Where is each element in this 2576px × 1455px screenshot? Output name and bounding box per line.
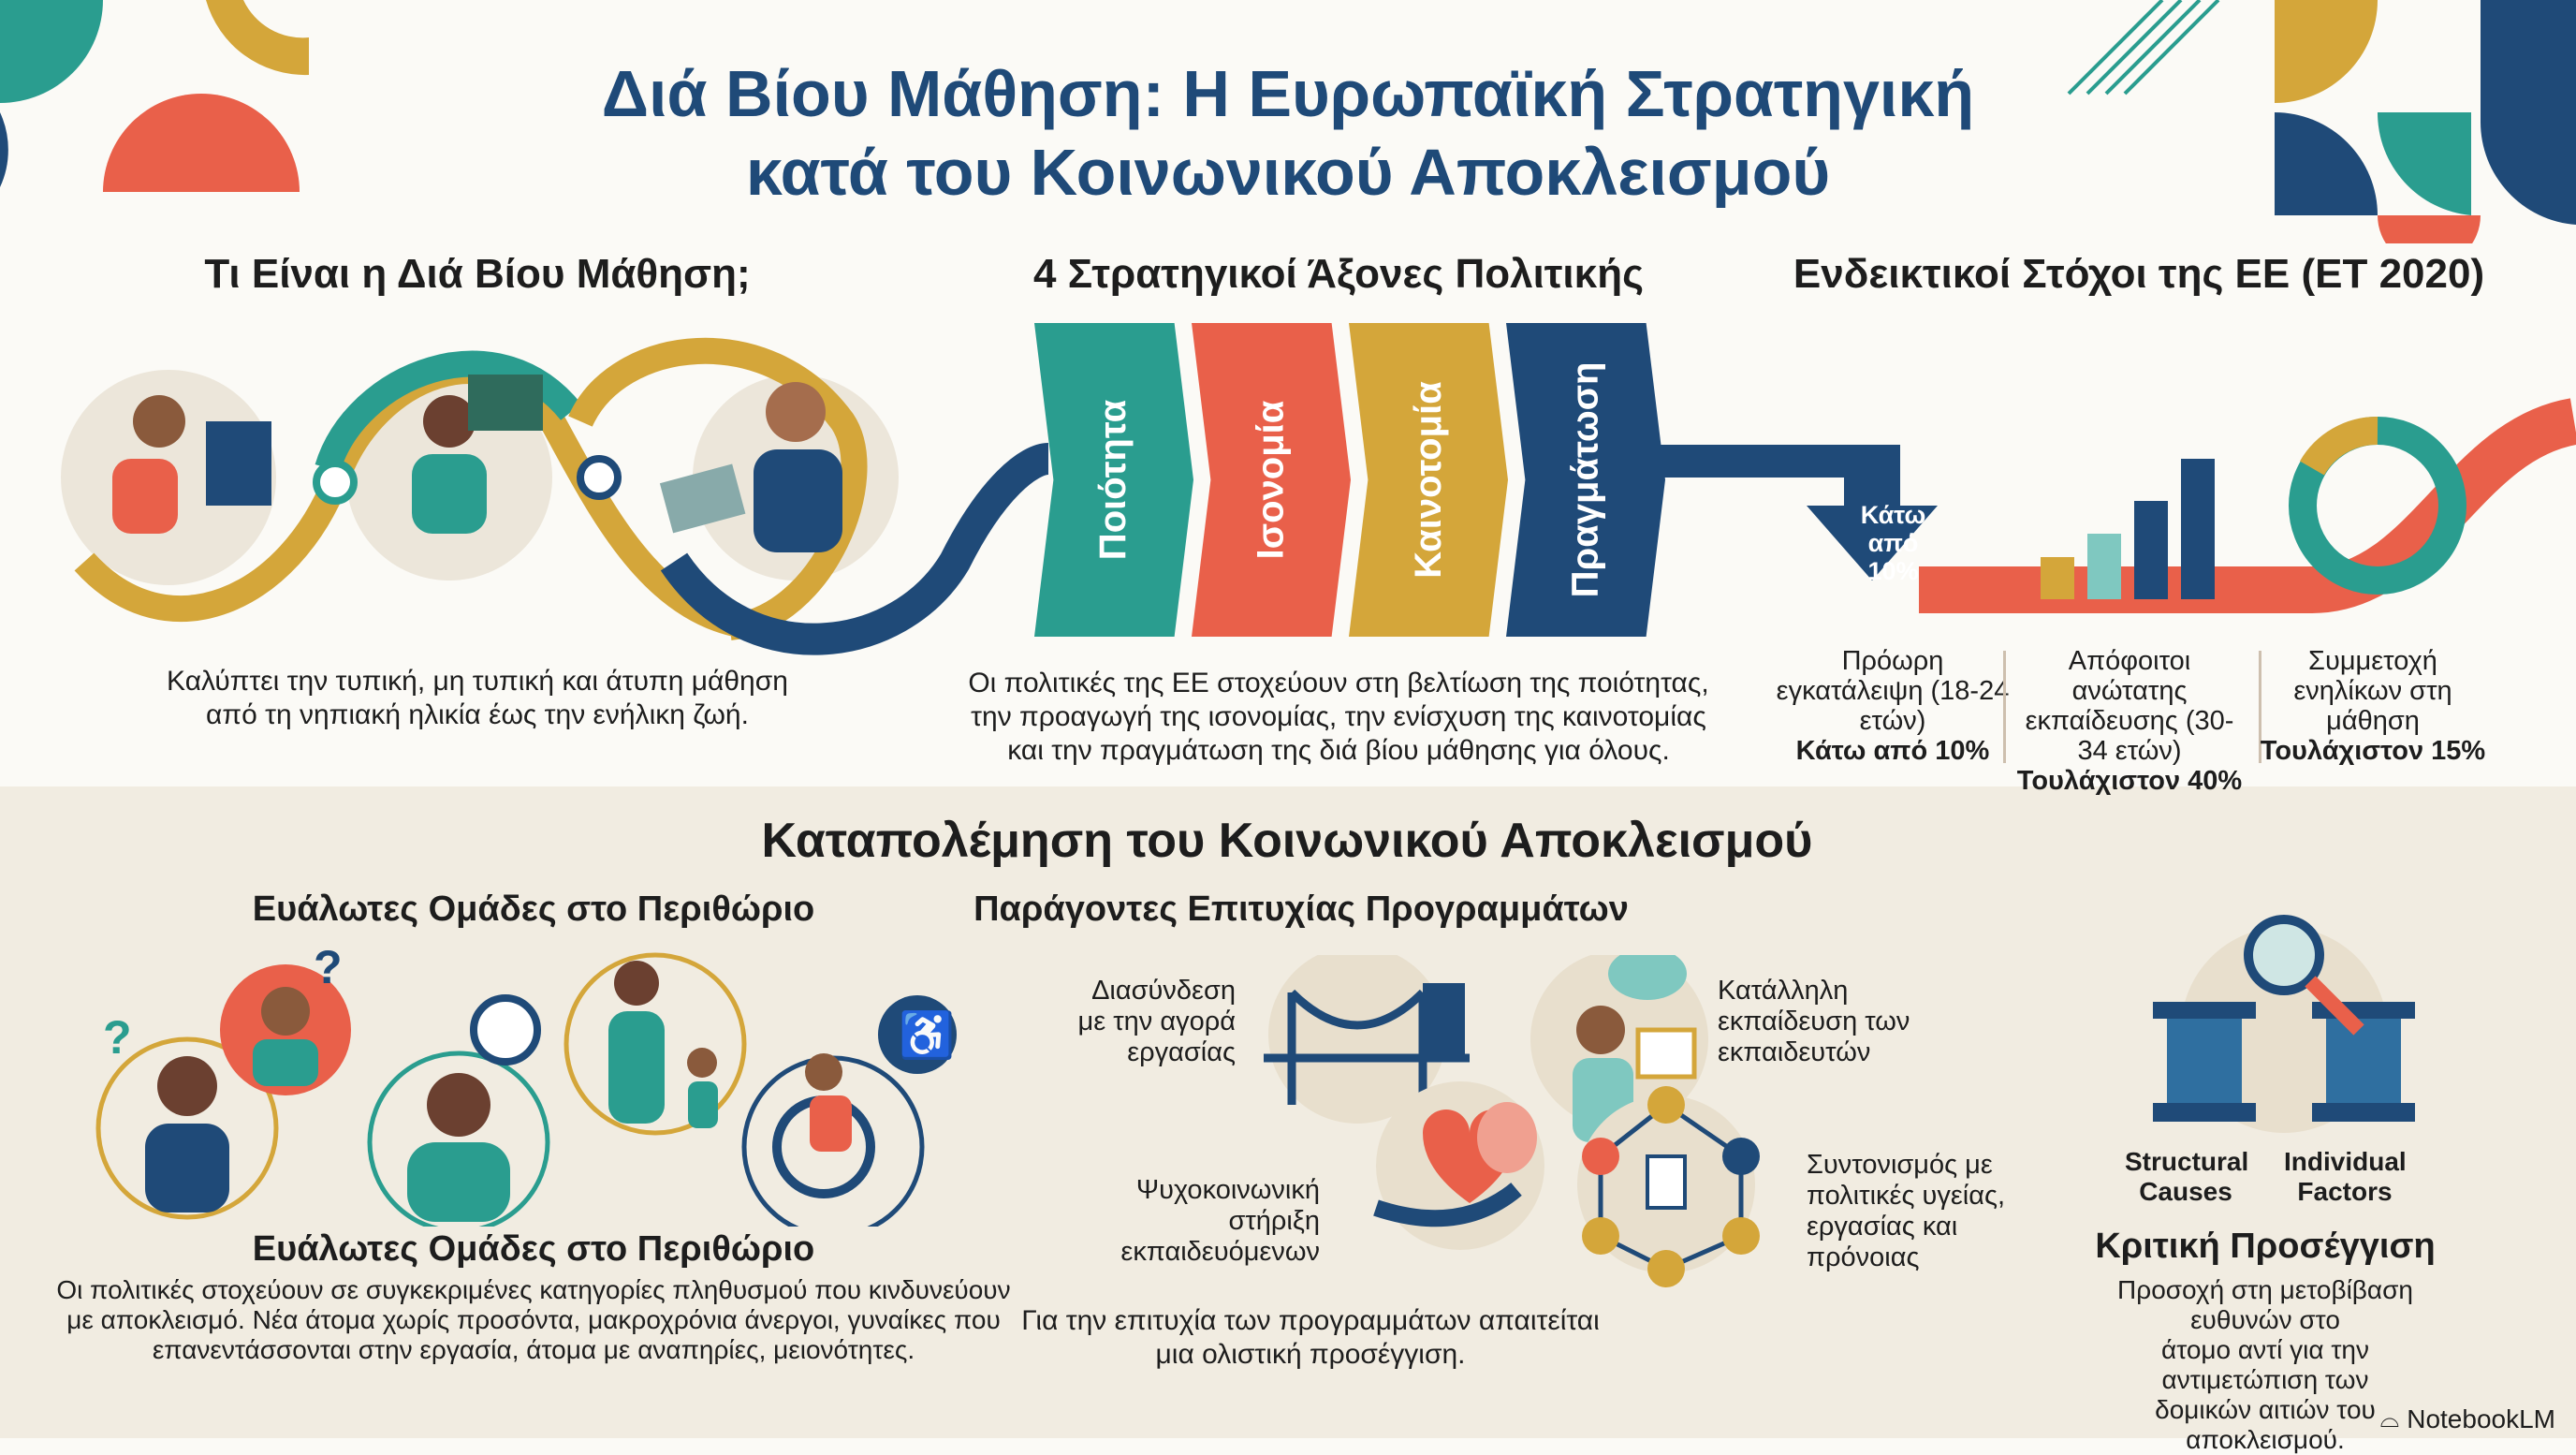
what-heading: Τι Είναι η Διά Βίου Μάθηση; xyxy=(204,251,751,297)
building-icon xyxy=(1423,983,1465,1058)
lifelong-path-illustration xyxy=(61,338,1048,655)
thought-bubble-icon xyxy=(1608,955,1687,1000)
brand-name: NotebookLM xyxy=(2407,1404,2555,1433)
factor-policy-coordination: Συντονισμός με πολιτικές υγείας, εργασία… xyxy=(1807,1150,2006,1272)
accessibility-icon xyxy=(878,995,957,1074)
factor-trainer-training: Κατάλληλη εκπαίδευση των εκπαιδευτών xyxy=(1718,976,1910,1067)
brain-icon xyxy=(1477,1102,1537,1173)
factors-caption: Για την επιτυχία των προγραμμάτων απαιτε… xyxy=(1021,1305,1600,1370)
clock-icon xyxy=(470,994,541,1066)
targets-illustration xyxy=(1657,398,2576,613)
axis-quality: Ποιότητα xyxy=(1034,323,1193,637)
target-label: Απόφοιτοι ανώτατης εκπαίδευσης (30-34 ετ… xyxy=(2025,646,2234,766)
what-caption: Καλύπτει την τυπική, μη τυπική και άτυπη… xyxy=(167,666,788,730)
exclusion-heading: Καταπολέμηση του Κοινωνικού Αποκλεισμού xyxy=(761,814,1813,868)
svg-text:?: ? xyxy=(314,946,343,993)
page-title-line1: Διά Βίου Μάθηση: Η Ευρωπαϊκή Στρατηγική xyxy=(601,57,1975,130)
bar xyxy=(2041,557,2074,599)
axis-label: Ισονομία xyxy=(1250,400,1292,560)
critical-text: Προσοχή στη μετοβίβαση ευθυνών στο άτομο… xyxy=(2117,1275,2413,1454)
axes-caption: Οι πολιτικές της ΕΕ στοχεύουν στη βελτίω… xyxy=(968,668,1709,766)
target-label: Πρόωρη εγκατάλειψη (18-24 ετών) xyxy=(1776,646,2010,736)
network-nodes xyxy=(1582,1086,1760,1287)
decorative-corner-shapes-left xyxy=(0,0,309,192)
axis-label: Καινοτομία xyxy=(1407,381,1449,579)
groups-heading: Ευάλωτες Ομάδες στο Περιθώριο xyxy=(252,889,815,929)
pillars-illustration xyxy=(2153,915,2415,1133)
document-icon xyxy=(1646,1154,1687,1210)
chalkboard-icon xyxy=(468,375,543,431)
axis-equality: Ισονομία xyxy=(1192,323,1351,637)
pillar-structural-label: Structural Causes xyxy=(2125,1147,2249,1206)
groups-text: Οι πολιτικές στοχεύουν σε συγκεκριμένες … xyxy=(56,1275,1011,1364)
factor-psychosocial-support: Ψυχοκοινωνική στήριξη εκπαιδευόμενων xyxy=(1120,1175,1320,1267)
groups-subheading: Ευάλωτες Ομάδες στο Περιθώριο xyxy=(252,1229,815,1269)
target-graduates: Απόφοιτοι ανώτατης εκπαίδευσης (30-34 ετ… xyxy=(2012,646,2247,796)
bar xyxy=(2134,501,2168,599)
target-value: Τουλάχιστον 15% xyxy=(2260,736,2486,766)
target-label: Συμμετοχή ενηλίκων στη μάθηση xyxy=(2293,646,2452,736)
pillar-individual-label: Individual Factors xyxy=(2284,1147,2407,1206)
target-value: Τουλάχιστον 40% xyxy=(2016,766,2243,796)
axis-innovation: Καινοτομία xyxy=(1349,323,1508,637)
axis-label: Ποιότητα xyxy=(1092,399,1134,561)
hand-icon xyxy=(1373,1182,1522,1227)
tablet-icon xyxy=(659,463,746,534)
success-factors-illustration xyxy=(1264,955,1760,1287)
decorative-corner-shapes-right xyxy=(2067,0,2576,243)
target-value: Κάτω από 10% xyxy=(1795,736,1990,766)
axis-label: Πραγμάτωση xyxy=(1564,361,1606,598)
magnifier-icon xyxy=(2244,915,2324,995)
page-title-line2: κατά του Κοινωνικού Αποκλεισμού xyxy=(745,136,1831,209)
target-dropout: Πρόωρη εγκατάλειψη (18-24 ετών)Κάτω από … xyxy=(1776,646,2010,766)
notebooklm-icon: ⌓ xyxy=(2379,1404,2400,1433)
brand-logo: ⌓NotebookLM xyxy=(2380,1404,2555,1434)
svg-text:♿: ♿ xyxy=(899,1009,955,1061)
divider xyxy=(2259,651,2261,763)
critical-heading: Κριτική Προσέγγιση xyxy=(2095,1227,2436,1266)
factor-labour-market: Διασύνδεση με την αγορά εργασίας xyxy=(1077,976,1237,1067)
vulnerable-groups-illustration: ? ? ♿ xyxy=(95,946,957,1227)
bridge-icon xyxy=(1264,989,1470,1105)
axis-realization: Πραγμάτωση xyxy=(1506,323,1665,637)
bar xyxy=(2087,534,2121,599)
factors-heading: Παράγοντες Επιτυχίας Προγραμμάτων xyxy=(973,889,1629,929)
axes-heading: 4 Στρατηγικοί Άξονες Πολιτικής xyxy=(1033,251,1644,297)
book-icon xyxy=(206,421,271,506)
targets-heading: Ενδεικτικοί Στόχοι της ΕΕ (ET 2020) xyxy=(1793,251,2485,297)
svg-text:?: ? xyxy=(103,1011,132,1064)
divider xyxy=(2003,651,2006,763)
bar xyxy=(2181,459,2215,599)
arrow-label: Κάτω από 10% xyxy=(1860,501,1926,585)
certificate-icon xyxy=(1635,1027,1697,1080)
